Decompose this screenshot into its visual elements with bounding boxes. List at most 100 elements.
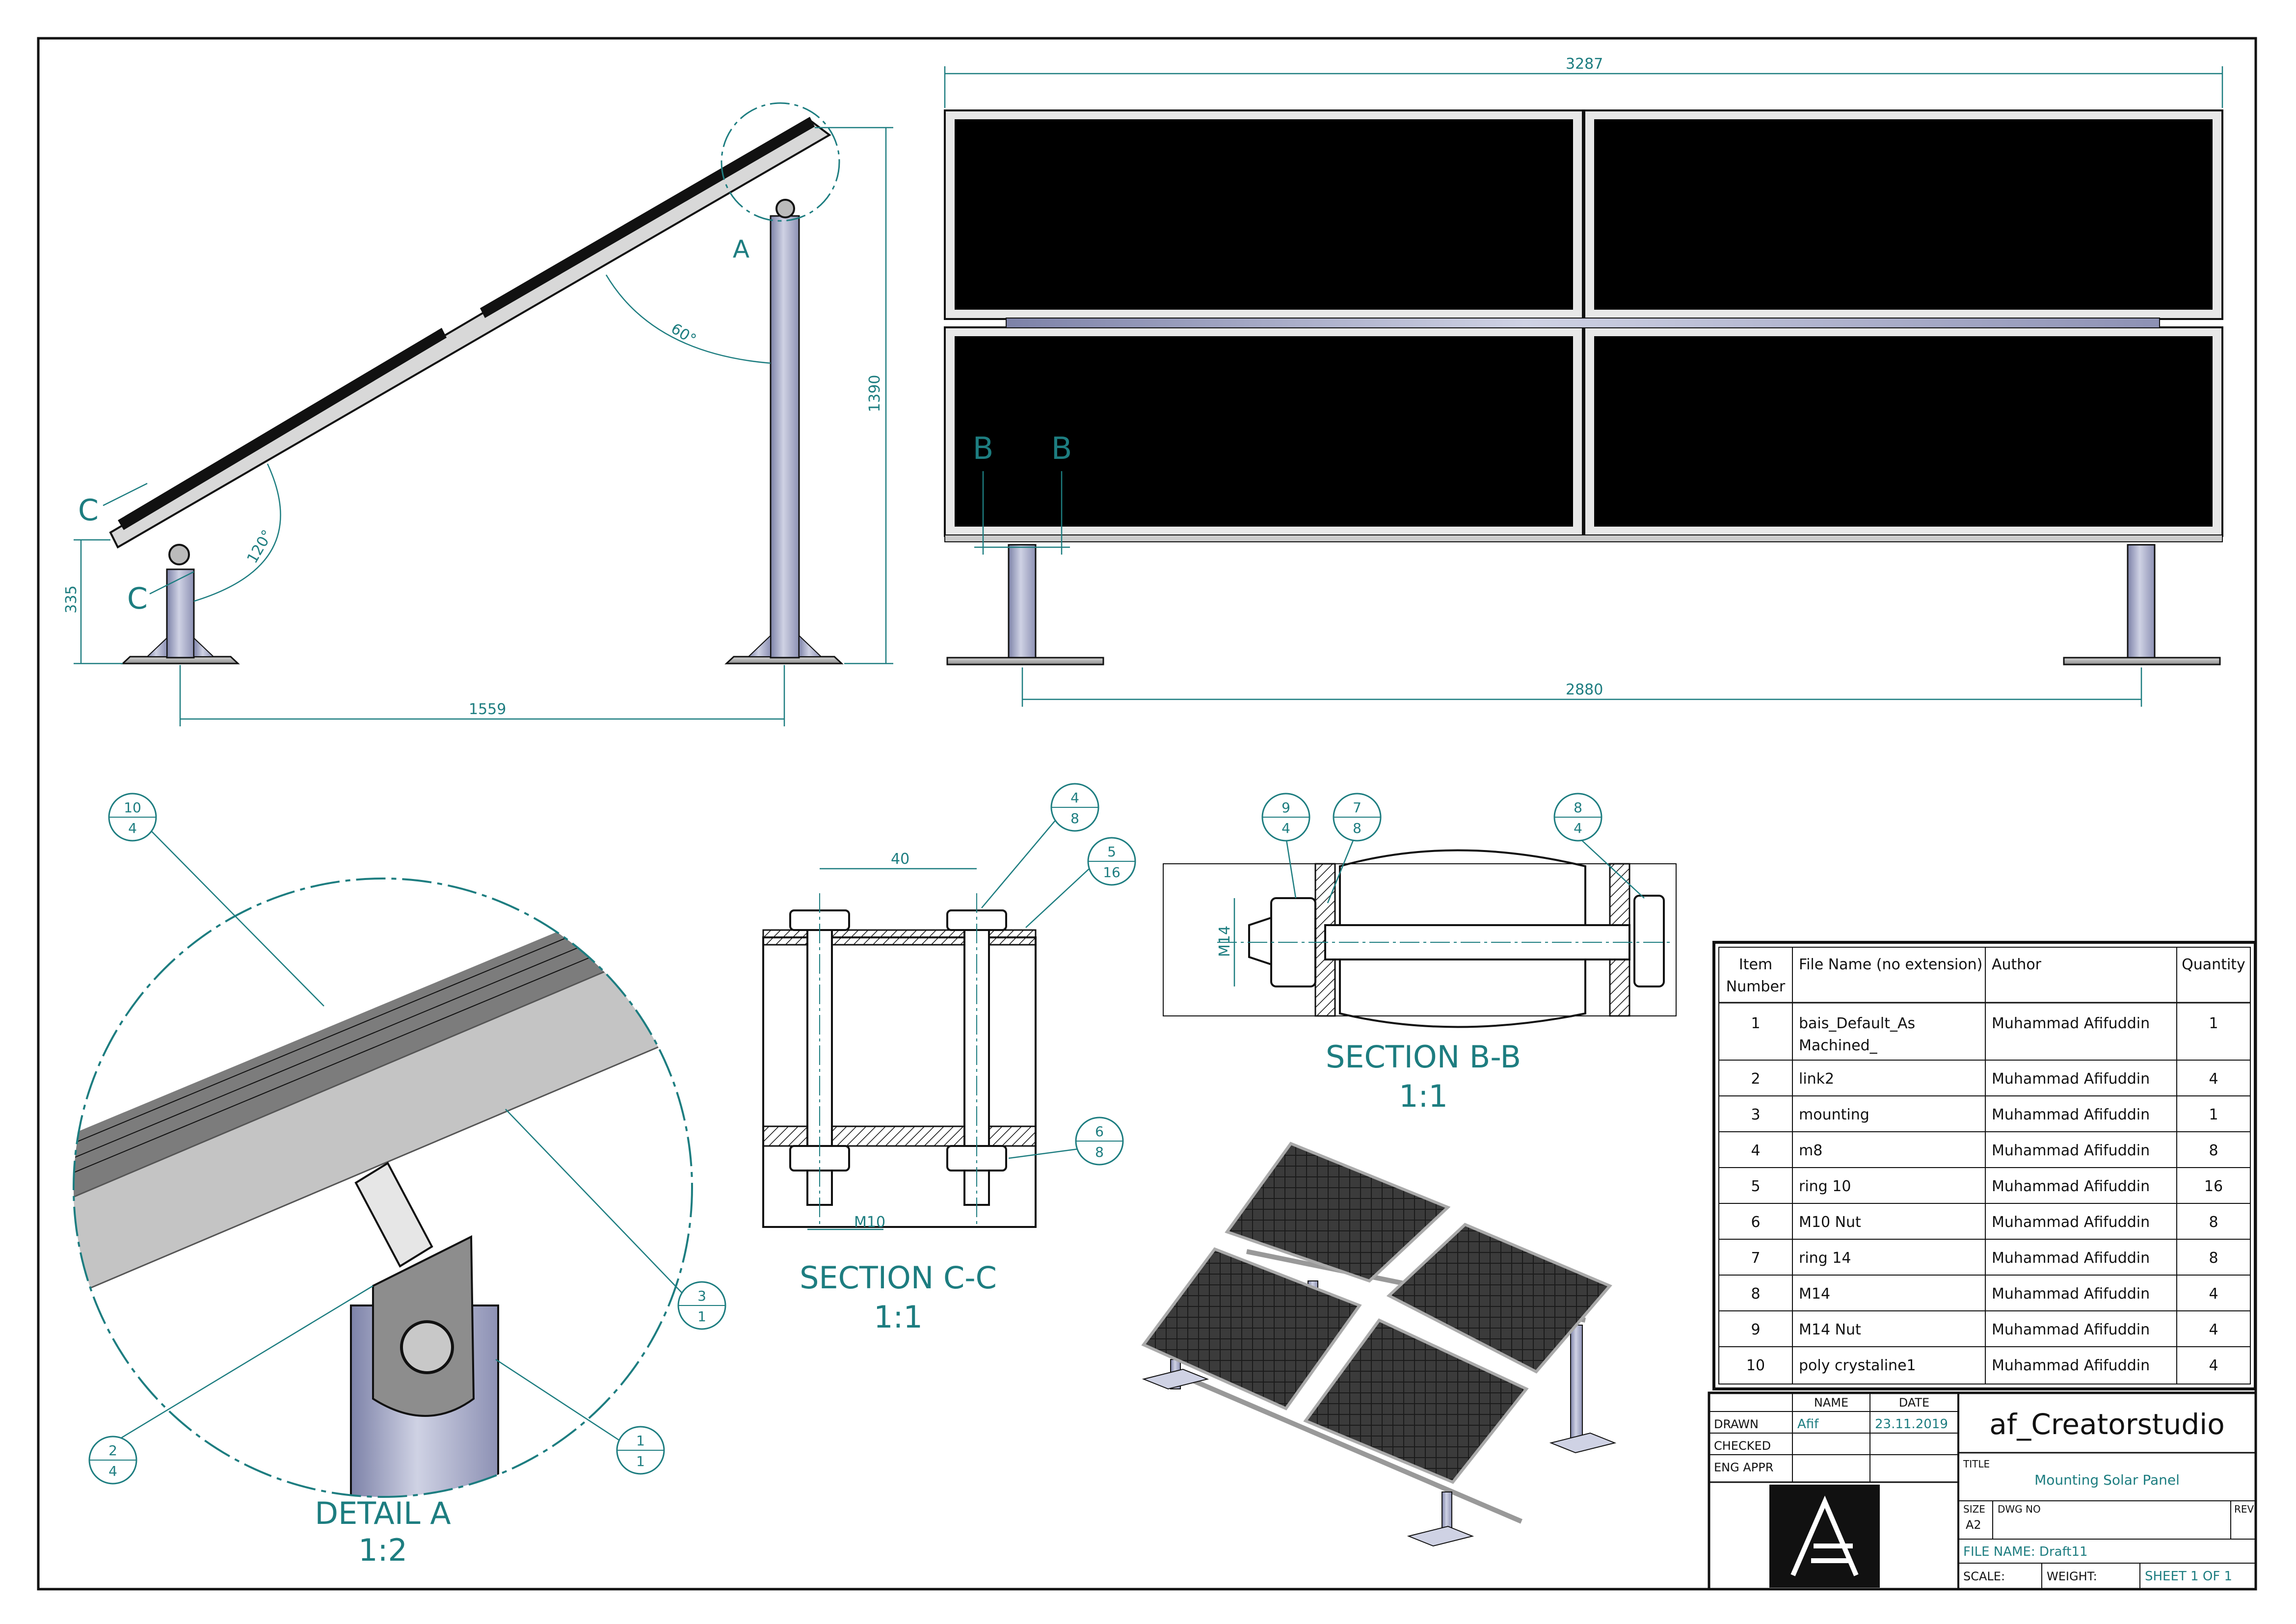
- bom-row-7-file: ring 14: [1799, 1250, 1851, 1267]
- tb-company: af_Creatorstudio: [1989, 1408, 2224, 1441]
- balloon-item-7: 7 8: [1333, 793, 1382, 842]
- iso-panel-2: [1386, 1223, 1612, 1374]
- bom-row-6-file: M10 Nut: [1799, 1214, 1861, 1231]
- tb-weight: WEIGHT:: [2047, 1570, 2097, 1583]
- bom-row-10-item: 10: [1746, 1357, 1765, 1374]
- iso-rail-front: [1177, 1372, 1522, 1524]
- balloon-4-qty: 8: [1070, 810, 1079, 826]
- side-section-c-top: C: [78, 493, 99, 528]
- side-tall-post: [770, 215, 800, 659]
- balloon-3-item: 3: [697, 1288, 706, 1304]
- balloon-9-item: 9: [1281, 799, 1290, 816]
- bom-row-3-file: mounting: [1799, 1106, 1869, 1123]
- leader-6: [1008, 1147, 1083, 1159]
- section-c-arrow-bottom: [149, 571, 194, 595]
- front-rail-bottom: [944, 534, 2223, 542]
- leader-7: [1327, 836, 1356, 904]
- side-tall-gusset: [747, 634, 771, 657]
- bb-dim-bolt-label: M14: [1216, 926, 1233, 957]
- tb-sheet: SHEET 1 OF 1: [2145, 1569, 2232, 1584]
- side-inclined-rail: [109, 119, 831, 549]
- section-bb-view: M14 SECTION B-B 1:1: [1163, 849, 1677, 1114]
- balloon-1-item: 1: [636, 1433, 645, 1449]
- leader-3: [505, 1109, 685, 1296]
- leader-2: [112, 1285, 374, 1444]
- leader-10: [149, 829, 324, 1007]
- bom-row-4-author: Muhammad Afifuddin: [1992, 1142, 2150, 1159]
- front-section-b-right: B: [1051, 430, 1072, 466]
- bom-row-9-qty: 4: [2209, 1321, 2218, 1338]
- balloon-10-item: 10: [124, 799, 141, 816]
- bom-row-9-file: M14 Nut: [1799, 1321, 1861, 1338]
- cc-dim-bolt-label: M10: [854, 1214, 885, 1231]
- angle-arc-120: [193, 463, 281, 602]
- bom-row-1-file-b: Machined_: [1799, 1037, 1878, 1054]
- side-base-plate-right: [724, 656, 844, 665]
- tb-rev-label: REV: [2234, 1503, 2254, 1515]
- front-panel-bottom-left: [955, 336, 1573, 527]
- side-panel-upper: [480, 117, 815, 318]
- bom-row-7-qty: 8: [2209, 1250, 2218, 1267]
- detail-a-title: DETAIL A: [315, 1495, 451, 1531]
- balloon-9-qty: 4: [1281, 820, 1290, 836]
- bb-scale: 1:1: [1399, 1078, 1448, 1114]
- front-leg-right: [2127, 544, 2156, 661]
- leader-lines: [112, 814, 1645, 1444]
- side-short-gusset-r: [193, 637, 215, 657]
- side-detail-circle: [721, 102, 840, 222]
- bom-row-3-item: 3: [1751, 1106, 1760, 1123]
- balloon-5-qty: 16: [1103, 864, 1121, 880]
- balloon-item-9: 9 4: [1261, 793, 1310, 842]
- balloon-6-qty: 8: [1095, 1144, 1104, 1160]
- section-c-arrow-top: [103, 482, 148, 506]
- side-pivot-high: [775, 199, 795, 218]
- bom-row-2-qty: 4: [2209, 1070, 2218, 1088]
- detail-a-boundary: [73, 878, 693, 1498]
- leader-9: [1285, 836, 1297, 899]
- bom-row-10-author: Muhammad Afifuddin: [1992, 1357, 2150, 1374]
- bom-row-4-file: m8: [1799, 1142, 1822, 1159]
- side-short-gusset: [146, 637, 167, 657]
- side-pivot-low: [168, 544, 190, 565]
- leader-5: [1025, 863, 1095, 928]
- front-rail-middle: [1006, 318, 2160, 328]
- bom-row-8-qty: 4: [2209, 1285, 2218, 1303]
- balloon-item-8: 8 4: [1553, 793, 1602, 842]
- tb-eng-appr-label: ENG APPR: [1714, 1461, 1773, 1474]
- bom-row-1-file-a: bais_Default_As: [1799, 1015, 1915, 1032]
- bom-row-7-item: 7: [1751, 1250, 1760, 1267]
- front-leg-left: [1008, 544, 1037, 661]
- bb-head: [1633, 895, 1665, 987]
- bom-row-4-qty: 8: [2209, 1142, 2218, 1159]
- dim-height-label: 1390: [866, 375, 883, 412]
- detail-a-scale: 1:2: [358, 1532, 407, 1568]
- balloon-7-item: 7: [1353, 799, 1362, 816]
- bom-header-file: File Name (no extension): [1799, 956, 1982, 973]
- bom-header-quantity: Quantity: [2182, 956, 2245, 973]
- balloon-8-qty: 4: [1574, 820, 1582, 836]
- bom-row-6-item: 6: [1751, 1214, 1760, 1231]
- side-section-c-bottom: C: [127, 582, 148, 616]
- bom-row-3-author: Muhammad Afifuddin: [1992, 1106, 2150, 1123]
- detail-rail-face: [74, 931, 692, 1307]
- angle-arc-60: [605, 274, 771, 364]
- dim-low-label: 335: [63, 586, 80, 613]
- front-foot-right: [2063, 657, 2221, 666]
- balloon-6-item: 6: [1095, 1123, 1104, 1140]
- dim-base-label: 2880: [1566, 681, 1603, 698]
- bom-row-4-item: 4: [1751, 1142, 1760, 1159]
- side-detail-letter: A: [733, 235, 749, 264]
- bom-row-10-qty: 4: [2209, 1357, 2218, 1374]
- bom-row-5-author: Muhammad Afifuddin: [1992, 1178, 2150, 1195]
- balloon-2-item: 2: [108, 1442, 117, 1459]
- cc-bottom-plate: [762, 1125, 1037, 1147]
- bom-header-item-1: Item: [1739, 956, 1772, 973]
- tb-checked-label: CHECKED: [1714, 1439, 1771, 1453]
- front-section-b-left: B: [973, 430, 994, 466]
- cc-title: SECTION C-C: [800, 1260, 997, 1296]
- iso-foot-3: [1549, 1432, 1617, 1454]
- front-panel-bottom-right: [1594, 336, 2213, 527]
- cc-dim-pitch-label: 40: [891, 851, 909, 868]
- bom-row-6-author: Muhammad Afifuddin: [1992, 1214, 2150, 1231]
